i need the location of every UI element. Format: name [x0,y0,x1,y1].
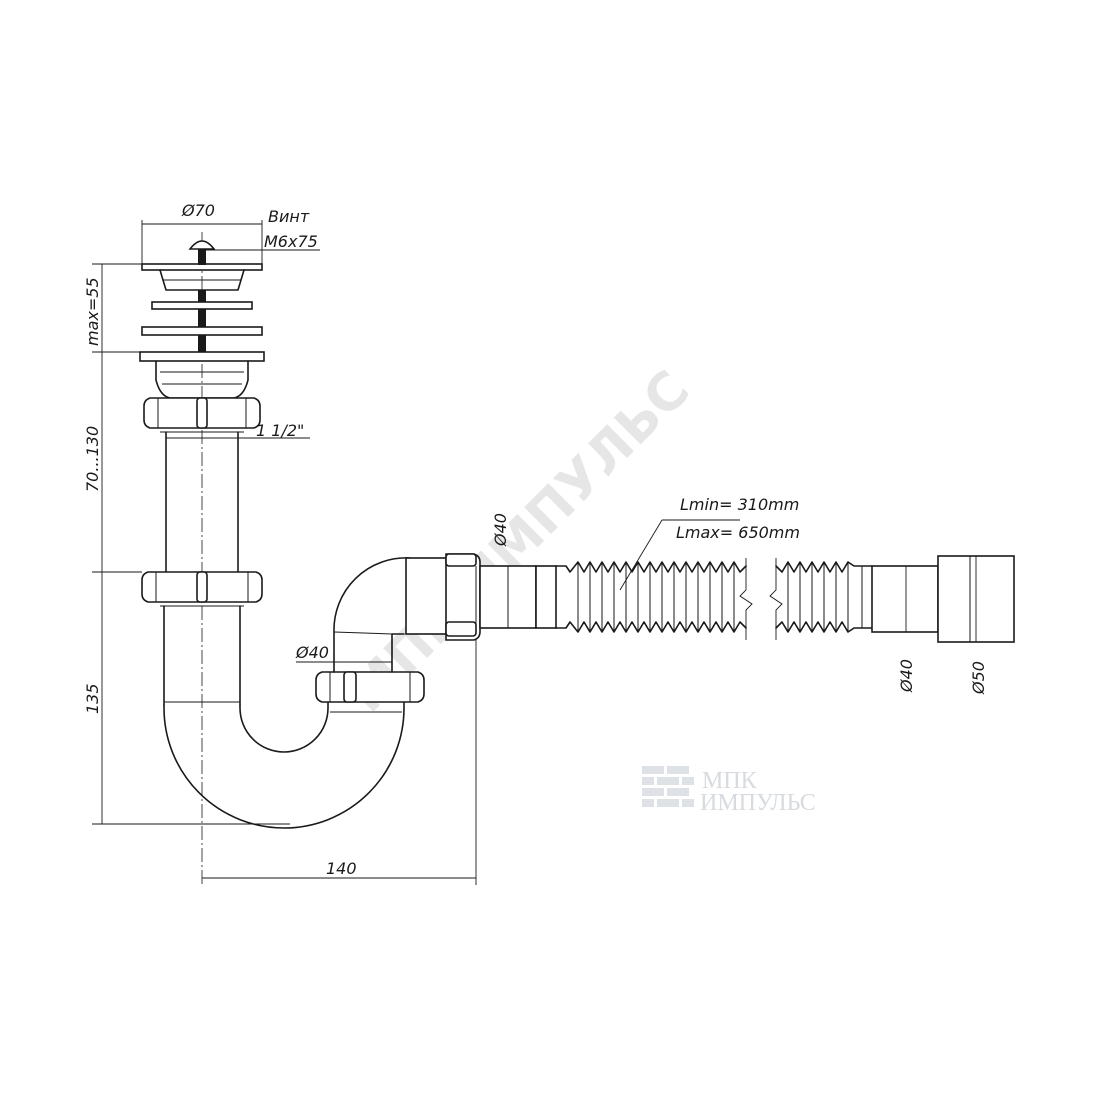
label-lmax: Lmax= 650mm [676,523,800,542]
company-logo: МПК ИМПУЛЬС [642,766,816,816]
label-screw-size: M6x75 [264,232,318,251]
upper-union-nut [143,397,261,433]
lower-union-nut [141,571,263,607]
dimension-lines [92,220,977,885]
label-diam-50-end: Ø50 [969,661,988,695]
label-screw-word: Винт [268,207,310,226]
label-diam-40-outlet: Ø40 [295,643,329,662]
label-dim-135: 135 [83,683,102,714]
label-thread: 1 1/2" [256,421,304,440]
label-lmin: Lmin= 310mm [680,495,799,514]
label-diam-40-flex: Ø40 [491,513,510,547]
label-diam-70: Ø70 [181,201,215,220]
u-trap [163,605,405,829]
outlet-elbow [333,553,481,673]
label-diam-40-end: Ø40 [897,659,916,693]
strainer-assembly [139,240,265,399]
label-max-55: max=55 [83,277,102,346]
logo-line1: МПК [702,768,758,794]
trap-outlet-nut [315,671,425,703]
label-range-70-130: 70...130 [83,426,102,492]
logo-line2: ИМПУЛЬС [700,790,816,816]
label-dim-140: 140 [326,859,357,878]
vertical-tailpiece [165,431,239,573]
flex-hose [479,555,1015,643]
brick-logo-icon [642,766,694,807]
